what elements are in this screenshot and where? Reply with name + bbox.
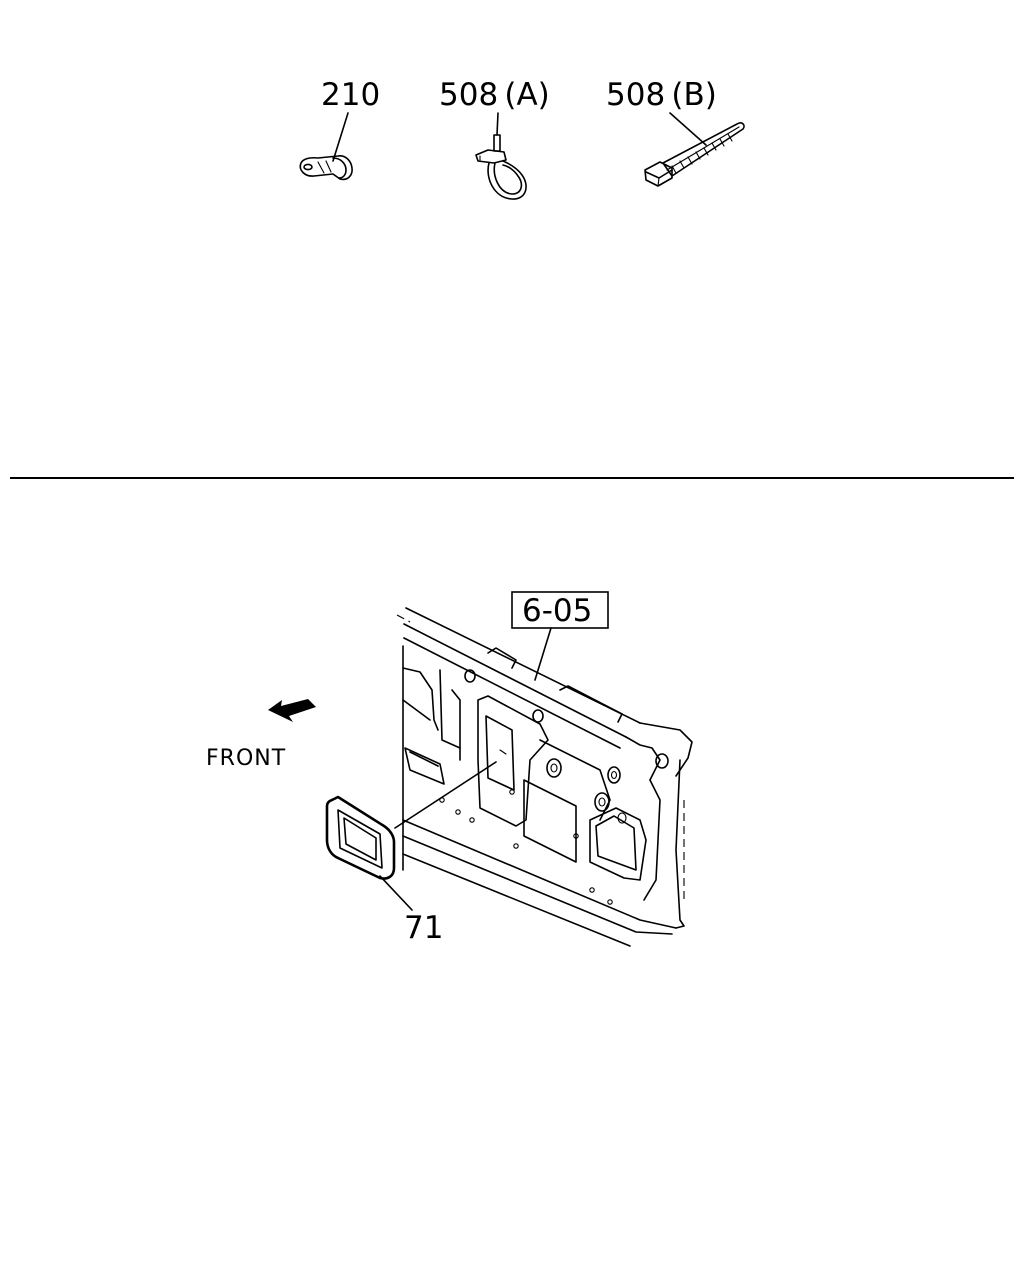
- front-arrow-icon: [268, 699, 316, 722]
- part-508b: 508 (B): [606, 77, 745, 187]
- part-label-508b: 508 (B): [606, 77, 717, 113]
- leader-line-71-to-panel: [394, 761, 497, 829]
- leader-line-6-05: [534, 627, 552, 681]
- leader-line-210: [332, 112, 349, 162]
- part-210: 210: [299, 77, 380, 181]
- part-label-508a: 508 (A): [439, 77, 550, 113]
- part-label-210: 210: [321, 77, 380, 113]
- front-indicator: FRONT: [206, 699, 316, 771]
- grommet-icon: [325, 795, 396, 880]
- ref-label: 6-05: [522, 593, 592, 629]
- part-508a: 508 (A): [439, 77, 550, 200]
- dash-panel-drawing: [396, 607, 693, 947]
- ref-box-6-05: 6-05: [511, 591, 609, 681]
- leader-line-71: [379, 875, 413, 911]
- pipe-clip-icon: [299, 155, 353, 181]
- front-label: FRONT: [206, 746, 286, 771]
- cable-band-icon: [475, 134, 527, 200]
- cable-tie-icon: [644, 122, 745, 187]
- ref-box-frame: [511, 591, 609, 629]
- leader-line-508b: [669, 112, 707, 146]
- part-71: 71: [325, 761, 497, 946]
- part-label-71: 71: [404, 910, 443, 946]
- leader-line-508a: [496, 112, 499, 136]
